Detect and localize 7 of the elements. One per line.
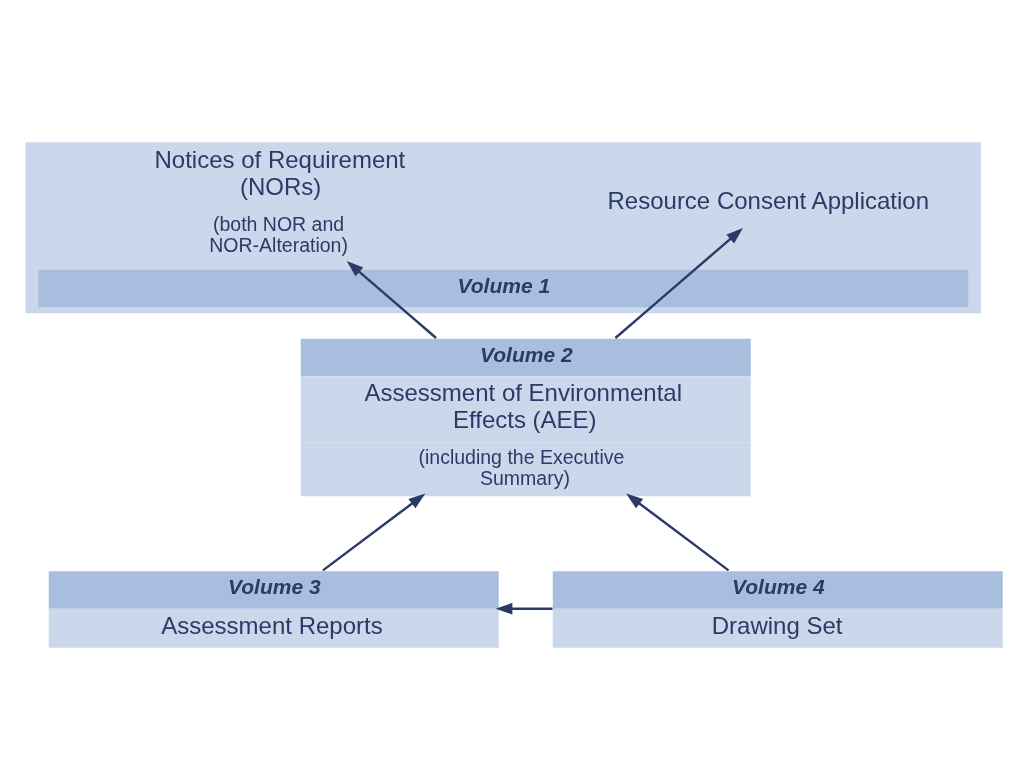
arrow [626,493,730,572]
node-text: Resource Consent Application [607,186,930,214]
arrow [322,493,426,572]
arrow [346,260,437,339]
arrow [495,602,553,615]
arrow [614,228,743,339]
node-text: Notices of Requirement (NORs) (both NOR and NOR-Alteration) [154,146,406,256]
